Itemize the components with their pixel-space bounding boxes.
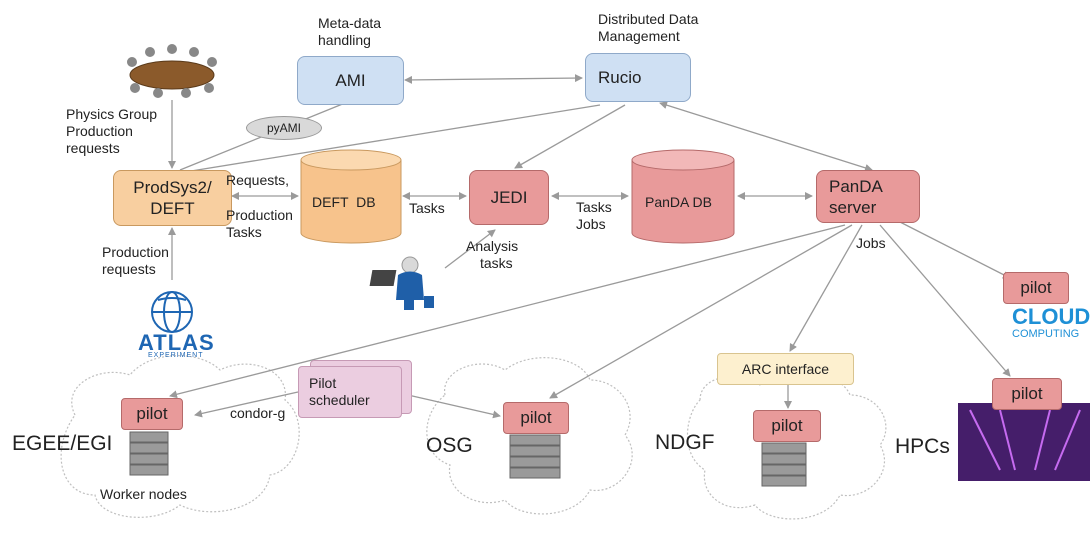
site-osg: OSG (426, 434, 473, 457)
production-requests-label: Production requests (102, 244, 169, 277)
pyami-label: pyAMI (266, 121, 301, 135)
server-rack-osg (509, 434, 561, 479)
worker-nodes-label: Worker nodes (100, 486, 187, 502)
jobs-label: Jobs (856, 235, 886, 251)
server-rack-egee (129, 431, 169, 476)
prodsys-line1: ProdSys2/ (133, 178, 212, 197)
edge-panda-osg (549, 224, 853, 399)
edge-user-jedi (444, 229, 496, 269)
physics-group-label: Physics Group Production requests (66, 106, 158, 156)
tasks-jobs-label: Tasks Jobs (576, 199, 612, 232)
atlas-globe-icon (151, 291, 193, 333)
prodsys-node: ProdSys2/ DEFT (113, 170, 232, 226)
edge-ami-rucio (404, 74, 583, 84)
edge-rucio-panda (659, 101, 873, 172)
ami-label: AMI (335, 70, 366, 90)
pilot-egee: pilot (121, 398, 183, 430)
requests-tasks-label: Requests, Production Tasks (226, 172, 293, 240)
condor-g-label: condor-g (230, 405, 286, 421)
egee-cloud (60, 354, 300, 518)
atlas-logo-sub: EXPERIMENT (148, 352, 204, 359)
edge-rucio-prodsys (184, 104, 601, 173)
site-ndgf: NDGF (655, 431, 715, 454)
jedi-node: JEDI (469, 170, 549, 225)
site-hpcs: HPCs (895, 435, 950, 458)
conference-icon (127, 44, 217, 98)
edge-rucio-jedi (514, 104, 626, 169)
pilot-hpc: pilot (992, 378, 1062, 410)
arc-interface-node: ARC interface (717, 353, 854, 385)
server-rack-ndgf (761, 442, 807, 487)
cloud-logo-sub: COMPUTING (1012, 328, 1080, 340)
rucio-label: Rucio (598, 67, 642, 87)
edge-sched-osg (407, 394, 501, 419)
panda-server-line1: PanDA (829, 176, 883, 196)
panda-server-node: PanDA server (816, 170, 920, 223)
atlas-logo-text: ATLAS (138, 330, 215, 355)
tasks-label: Tasks (409, 200, 445, 216)
panda-db-label: PanDA DB (645, 194, 712, 210)
edge-panda-egee (169, 224, 846, 399)
ami-node: AMI (297, 56, 404, 105)
cloud-logo-text: CLOUD (1012, 304, 1090, 329)
jedi-label: JEDI (490, 187, 528, 207)
edge-panda-cloud (899, 221, 1011, 279)
rucio-node: Rucio (585, 53, 691, 102)
deft-db-cylinder (300, 149, 402, 244)
metadata-label: Meta-data handling (318, 15, 382, 48)
pilot-scheduler-node: Pilot scheduler (298, 366, 402, 418)
pilot-cloud: pilot (1003, 272, 1069, 304)
analysis-label: Analysis tasks (466, 238, 519, 271)
site-egee: EGEE/EGI (12, 432, 113, 455)
analysis-user-icon (369, 256, 434, 310)
panda-server-line2: server (829, 197, 877, 217)
deft-db-label: DEFT DB (312, 194, 376, 210)
pilot-osg: pilot (503, 402, 569, 434)
prodsys-line2: DEFT (150, 199, 195, 218)
edge-panda-hpc (879, 224, 1011, 377)
pilot-ndgf: pilot (753, 410, 821, 442)
ddm-label: Distributed Data Management (598, 11, 699, 44)
hpc-image (958, 403, 1090, 481)
edge-panda-arc (789, 224, 863, 352)
pyami-node: pyAMI (246, 116, 322, 140)
edge-sched-egee (194, 391, 299, 418)
panda-db-cylinder (631, 149, 735, 244)
